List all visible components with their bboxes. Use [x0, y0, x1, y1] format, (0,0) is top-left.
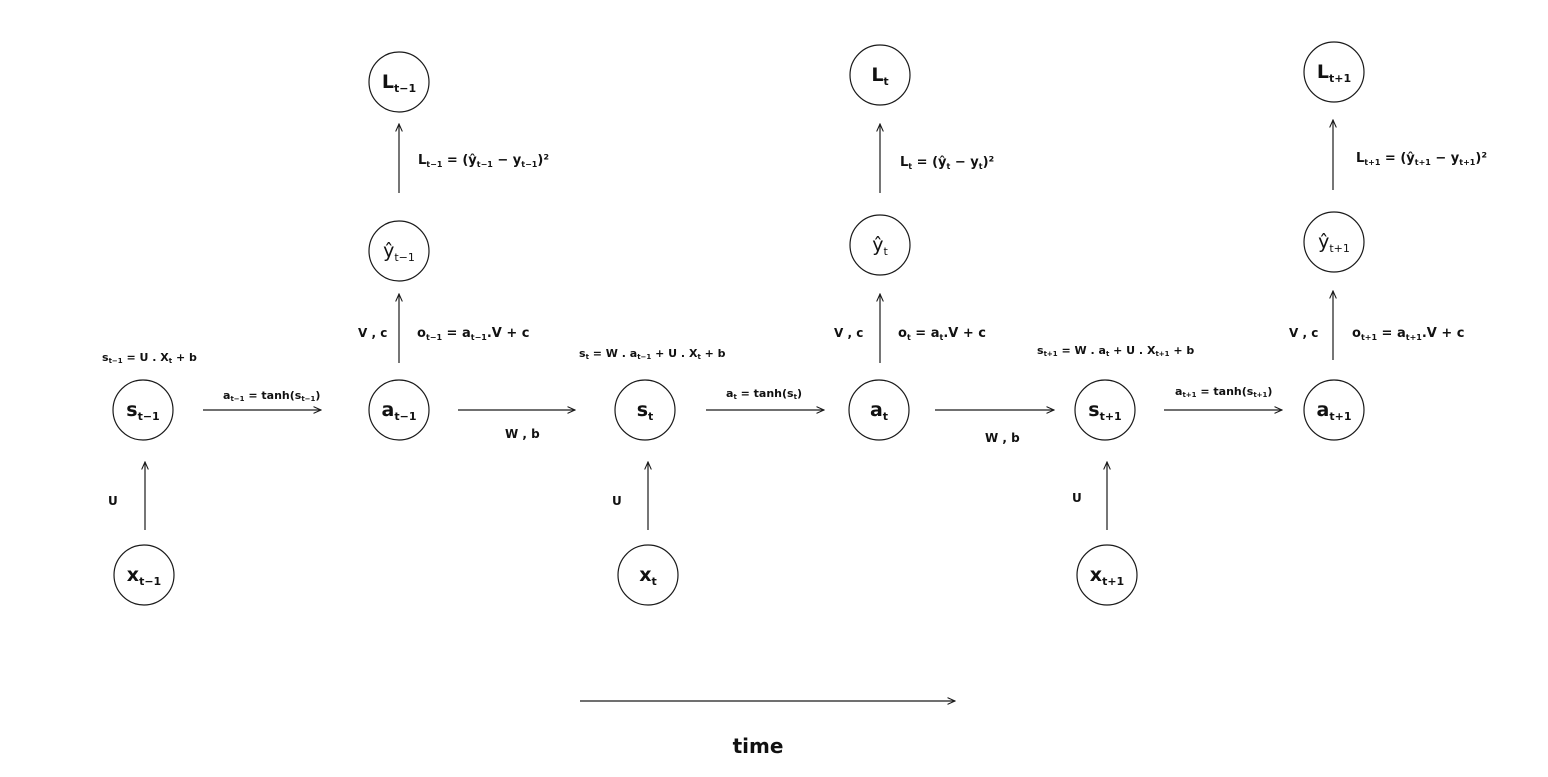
- node-yhat-prev: ŷt−1: [368, 220, 430, 282]
- svg-text:ŷt: ŷt: [872, 234, 888, 258]
- svg-text:xt+1: xt+1: [1090, 564, 1124, 588]
- svg-text:Lt−1: Lt−1: [382, 71, 416, 95]
- node-state-t: st: [614, 379, 676, 441]
- vc-label-prev: V , c: [358, 326, 387, 340]
- svg-text:at: at: [870, 399, 888, 423]
- output-formula-prev: ot−1 = at−1.V + c: [417, 326, 530, 342]
- node-input-prev: xt−1: [113, 544, 175, 606]
- svg-text:ŷt−1: ŷt−1: [383, 240, 415, 264]
- svg-text:st+1: st+1: [1088, 399, 1121, 423]
- output-formula-t: ot = at.V + c: [898, 326, 986, 342]
- wb-label-1: W , b: [505, 427, 540, 441]
- node-input-t: xt: [617, 544, 679, 606]
- u-label-t: U: [612, 494, 622, 508]
- node-state-prev: st−1: [112, 379, 174, 441]
- vc-label-next: V , c: [1289, 326, 1318, 340]
- node-loss-next: Lt+1: [1303, 41, 1365, 103]
- activation-formula-next: at+1 = tanh(st+1): [1175, 385, 1272, 399]
- node-activation-prev: at−1: [368, 379, 430, 441]
- svg-text:Lt: Lt: [871, 64, 888, 88]
- node-activation-next: at+1: [1303, 379, 1365, 441]
- state-formula-t: st = W . at−1 + U . Xt + b: [579, 347, 726, 361]
- activation-formula-t: at = tanh(st): [726, 387, 802, 401]
- svg-text:st: st: [637, 399, 654, 423]
- svg-text:at−1: at−1: [382, 399, 417, 423]
- activation-formula-prev: at−1 = tanh(st−1): [223, 389, 320, 403]
- svg-text:xt−1: xt−1: [127, 564, 161, 588]
- node-activation-t: at: [848, 379, 910, 441]
- svg-text:at+1: at+1: [1317, 399, 1352, 423]
- time-label: time: [733, 734, 784, 758]
- state-formula-prev: st−1 = U . Xt + b: [102, 351, 197, 365]
- u-label-prev: U: [108, 494, 118, 508]
- svg-text:Lt+1: Lt+1: [1317, 61, 1351, 85]
- node-loss-t: Lt: [849, 44, 911, 106]
- svg-text:st−1: st−1: [126, 399, 159, 423]
- output-formula-next: ot+1 = at+1.V + c: [1352, 326, 1465, 342]
- vc-label-t: V , c: [834, 326, 863, 340]
- loss-formula-prev: Lt−1 = (ŷt−1 − yt−1)²: [418, 153, 549, 169]
- svg-text:ŷt+1: ŷt+1: [1318, 231, 1350, 255]
- svg-text:xt: xt: [639, 564, 657, 588]
- loss-formula-t: Lt = (ŷt − yt)²: [900, 155, 994, 171]
- u-label-next: U: [1072, 491, 1082, 505]
- state-formula-next: st+1 = W . at + U . Xt+1 + b: [1037, 344, 1194, 358]
- node-yhat-t: ŷt: [849, 214, 911, 276]
- node-input-next: xt+1: [1076, 544, 1138, 606]
- loss-formula-next: Lt+1 = (ŷt+1 − yt+1)²: [1356, 151, 1487, 167]
- node-yhat-next: ŷt+1: [1303, 211, 1365, 273]
- node-loss-prev: Lt−1: [368, 51, 430, 113]
- node-state-next: st+1: [1074, 379, 1136, 441]
- wb-label-2: W , b: [985, 431, 1020, 445]
